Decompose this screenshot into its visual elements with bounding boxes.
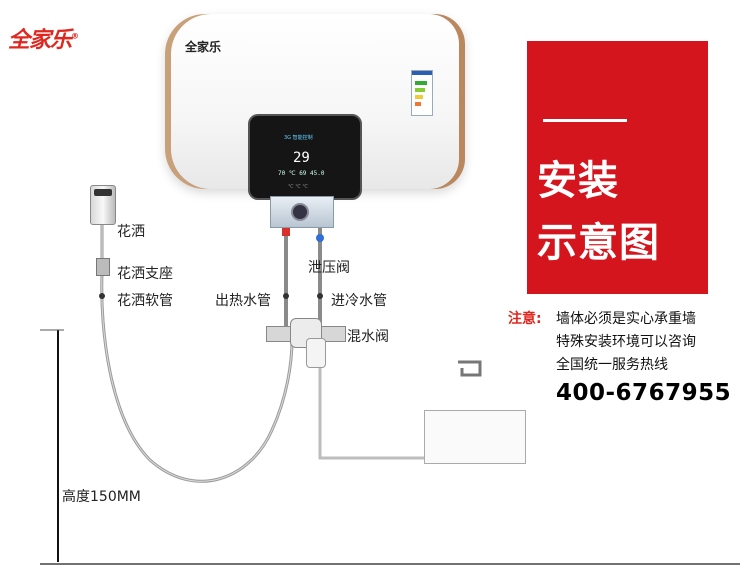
banner-title-line1: 安装: [537, 158, 619, 204]
banner-title-line2: 示意图: [537, 220, 660, 266]
hose-dot: [99, 293, 105, 299]
shower-holder: [96, 258, 110, 276]
registered-mark: ®: [71, 31, 79, 41]
sink: [424, 410, 526, 464]
label-mixing-valve: 混水阀: [347, 329, 389, 345]
brand-logo: 全家乐®: [8, 22, 79, 54]
brand-logo-text: 全家乐: [8, 28, 72, 53]
notice-line2: 特殊安装环境可以咨询: [556, 334, 696, 350]
shower-hose-highlight: [101, 225, 293, 482]
faucet-spout: [458, 360, 482, 377]
water-heater-tank: 全家乐 3G 智能控制 29 70 ℃ 69 45.0 ℃ ℃ ℃: [165, 14, 465, 200]
label-shower: 花洒: [117, 224, 145, 240]
mounting-bracket: [270, 196, 334, 228]
label-shower-holder: 花洒支座: [117, 266, 173, 282]
control-panel: 3G 智能控制 29 70 ℃ 69 45.0 ℃ ℃ ℃: [248, 114, 362, 200]
notice-prefix: 注意:: [508, 311, 542, 327]
mixing-valve-lever: [306, 338, 326, 368]
banner-divider: [543, 119, 627, 122]
label-cold-inlet: 进冷水管: [331, 293, 387, 309]
notice-line1: 墙体必须是实心承重墙: [556, 311, 696, 327]
bracket-knob: [291, 203, 309, 221]
hot-pipe-dot: [283, 293, 289, 299]
relief-valve-dot: [316, 234, 324, 242]
label-shower-hose: 花洒软管: [117, 293, 173, 309]
cold-pipe-dot: [317, 293, 323, 299]
shower-head: [90, 185, 116, 225]
panel-title: 3G 智能控制: [284, 135, 313, 141]
label-hot-outlet: 出热水管: [215, 293, 271, 309]
energy-label: [411, 70, 433, 116]
hot-valve-marker: [282, 228, 290, 236]
service-phone: 400-6767955: [556, 380, 732, 406]
faucet: [458, 361, 494, 417]
panel-units: ℃ ℃ ℃: [288, 184, 309, 190]
panel-temperature: 29: [293, 150, 310, 166]
notice-line3: 全国统一服务热线: [556, 357, 668, 373]
heater-logo: 全家乐: [185, 40, 222, 54]
cold-supply-pipe: [318, 340, 430, 460]
panel-readout: 70 ℃ 69 45.0: [278, 170, 325, 177]
label-relief-valve: 泄压阀: [308, 260, 350, 276]
title-banner: [527, 41, 708, 294]
label-height: 高度150MM: [62, 489, 141, 505]
